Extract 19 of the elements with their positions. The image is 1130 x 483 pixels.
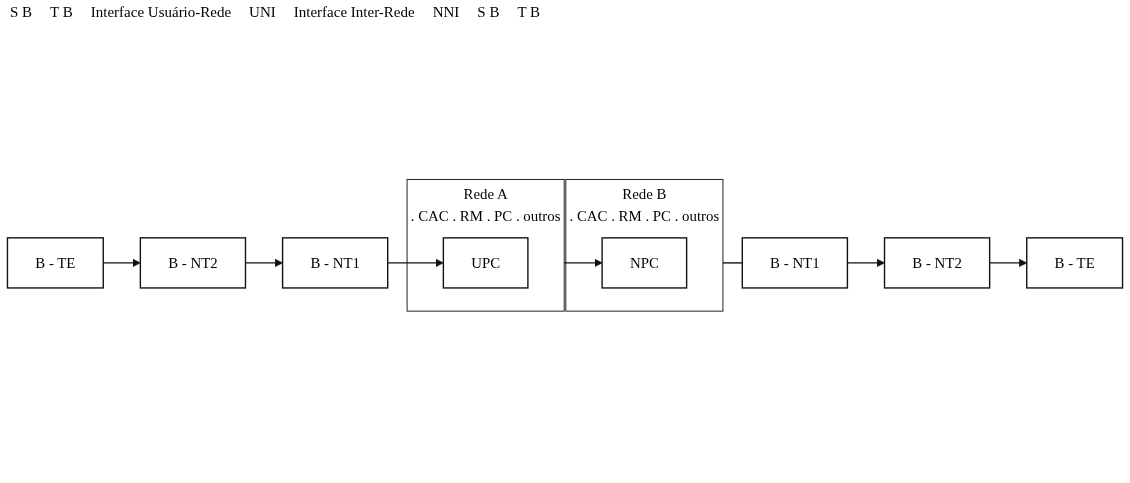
- connector: [722, 261, 743, 264]
- node-box: B - TE: [1026, 236, 1124, 289]
- interface-label: S B: [477, 4, 500, 21]
- arrow: [387, 258, 444, 267]
- node-box: B - TE: [6, 236, 104, 289]
- arrow: [563, 258, 603, 267]
- node-box: B - NT2: [883, 236, 991, 289]
- interface-label: Interface Usuário-Rede: [90, 4, 232, 21]
- node-box: UPC: [442, 236, 529, 289]
- node-box: B - NT2: [139, 236, 247, 289]
- node-box: B - NT1: [741, 236, 849, 289]
- interface-label: NNI: [432, 4, 460, 21]
- interface-label: S B: [10, 4, 33, 21]
- interface-label: Interface Inter-Rede: [293, 4, 415, 21]
- interface-label: T B: [517, 4, 541, 21]
- interface-label: UNI: [249, 4, 276, 21]
- node-box: B - NT1: [281, 236, 389, 289]
- interface-label: T B: [50, 4, 73, 21]
- node-box: NPC: [601, 236, 688, 289]
